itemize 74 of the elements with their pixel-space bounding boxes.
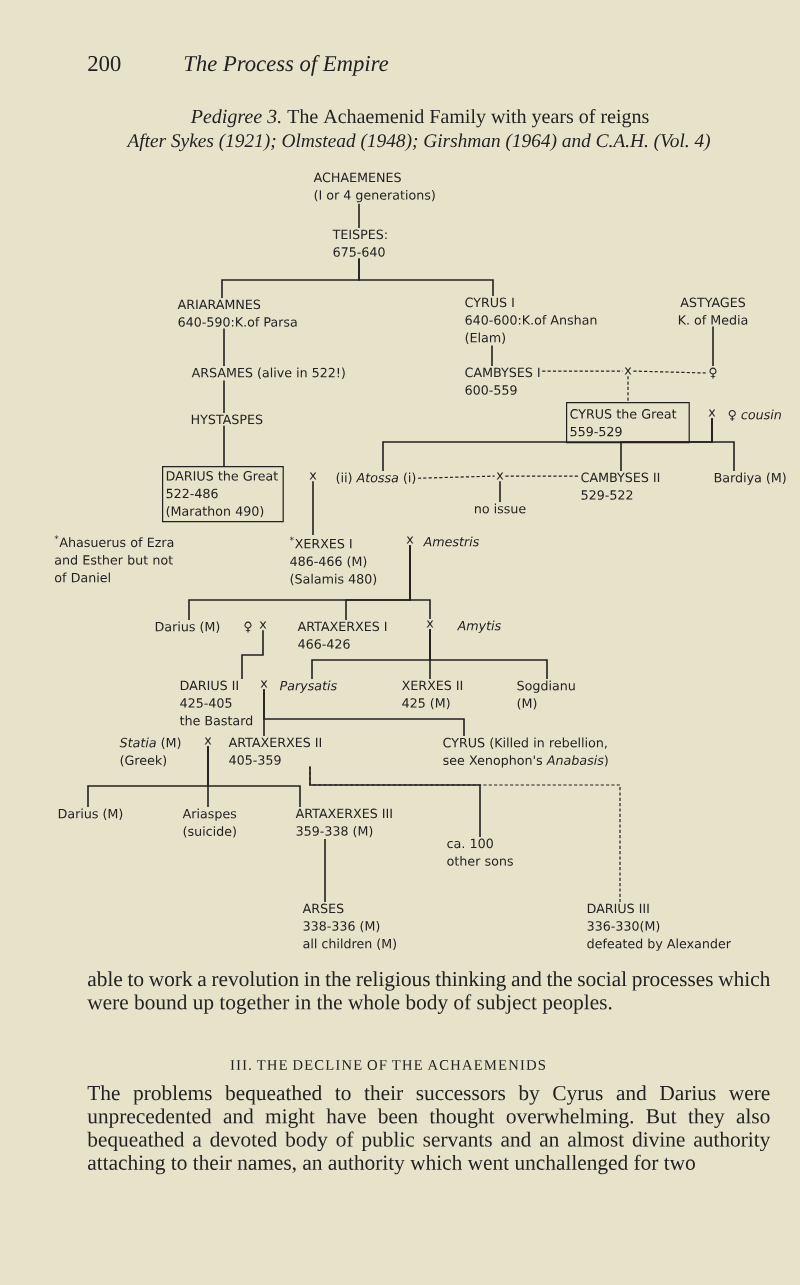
family-line [499,480,501,503]
female-sign: ♀ [244,621,252,633]
person-entry: (ii) Atossa (i) [336,472,416,484]
person-entry: ♀ cousin [728,409,781,421]
note-text: no issue [475,503,526,514]
person-entry: Amytis [456,620,501,633]
ruler-box: CYRUS the Great 559-529 [566,402,690,444]
family-line [504,475,580,477]
family-line [632,370,708,374]
body-paragraph: able to work a revolution in the religious thinking and the social processes which were bound up together in the whole body of subject peoples. [87,971,771,1014]
person-entry: CYRUS (Killed in rebellion, see Xenophon's Anabasis) [443,737,608,768]
person-entry: ARIARAMNES 640-590:K.of Parsa [177,299,297,327]
person-entry: Darius (M) [155,621,220,633]
family-line [309,765,621,903]
family-line [324,838,326,903]
body-paragraph: The problems bequeathed to their successors by Cyrus and Darius were unprecedented and might have been thought overwhelming. But they also bequeathed a devoted body of public servants and an almost divine authority attaching to their names, an authority which went unchallenged for two [87,1085,771,1175]
person-entry: HYSTASPES [191,414,263,425]
person-entry: ACHAEMENES (I or 4 generations) [313,172,435,203]
person-entry: DARIUS III 336-330(M) defeated by Alexander [587,903,731,951]
family-line [207,745,301,808]
family-line [223,379,225,414]
marriage-sign: x [406,536,414,544]
family-line [358,257,494,297]
marriage-sign: x [259,621,267,629]
family-line [312,480,314,536]
family-line [541,370,624,372]
person-entry: ARTAXERXES I 466-426 [297,621,387,649]
marriage-sign: x [624,367,632,375]
family-line [429,628,548,680]
marriage-sign: x [260,680,268,688]
marriage-sign: x [204,737,212,745]
section-heading: III. THE DECLINE OF THE ACHAEMENIDS [230,1060,545,1070]
family-line [712,325,714,367]
marriage-sign: x [309,472,317,480]
person-entry: DARIUS II 425-405 the Bastard [179,680,253,726]
family-line [223,327,225,367]
person-entry: Sogdianu (M) [517,680,575,710]
person-entry: ARSES 338-336 (M) all children (M) [302,903,396,950]
person-entry: TEISPES: 675-640 [332,229,387,257]
family-line [627,375,629,403]
person-entry: ARSAMES (alive in 522!) [191,367,345,379]
title: Pedigree 3. The Achaemenid Family with years of reigns [190,108,649,128]
person-entry: ASTYAGES K. of Media [678,297,748,325]
person-entry: CAMBYSES II 529-522 [581,472,660,500]
family-line [263,688,465,737]
family-line [409,544,431,620]
page-number: 200 [88,55,121,72]
person-entry: Amestris [422,536,479,547]
female-sign: ♀ [709,367,717,379]
marriage-sign: x [496,472,504,480]
person-entry: ARTAXERXES II 405-359 [228,737,321,765]
subtitle: After Sykes (1921); Olmstead (1948); Girshman (1964) and C.A.H. (Vol. 4) [126,133,710,152]
marriage-sign: x [708,409,716,417]
person-entry: Parysatis [279,680,337,693]
person-entry: Darius (M) [58,808,123,820]
family-line [223,425,225,467]
person-entry: CAMBYSES I 600-559 [465,367,540,395]
ruler-box: DARIUS the Great 522-486 (Marathon 490) [162,466,284,523]
family-line [417,475,496,479]
person-entry: Bardiya (M) [714,472,786,485]
person-entry: ca. 100 other sons [447,838,513,866]
person-entry: XERXES II 425 (M) [402,680,463,710]
person-entry: CYRUS I 640-600:K.of Anshan (Elam) [465,297,597,344]
person-entry: Statia (M) (Greek) [119,737,181,767]
family-line [711,417,735,472]
person-entry: $^{*}$XERXES I 486-466 (M) (Salamis 480) [289,536,377,586]
running-head: The Process of Empire [184,55,389,76]
family-line [491,344,493,367]
person-entry: ARTAXERXES III 359-338 (M) [295,808,392,838]
footnote: $^{*}$Ahasuerus of Ezra and Esther but not of Daniel [54,535,174,583]
family-line [241,629,264,680]
person-entry: Ariaspes (suicide) [182,808,237,838]
marriage-sign: x [426,620,434,628]
family-line [358,203,360,229]
